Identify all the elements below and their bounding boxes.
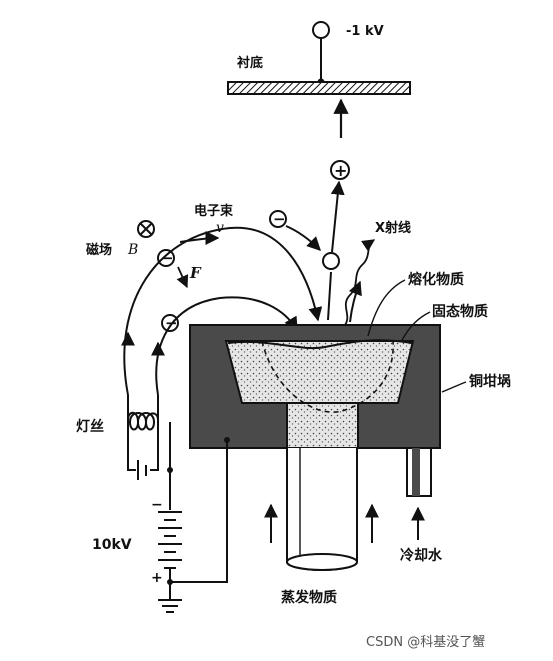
svg-text:−: −: [273, 210, 286, 228]
cooling-water-label: 冷却水: [400, 547, 443, 564]
voltage-supply-label: 10kV: [92, 537, 132, 553]
top-terminal-icon: [312, 21, 330, 39]
crucible-labels: 熔化物质 固态物质 铜坩埚 冷却水 蒸发物质: [281, 271, 511, 606]
electron-icon: [161, 314, 179, 332]
molten-label: 熔化物质: [408, 271, 464, 288]
evaporant-rod: [264, 448, 379, 571]
voltage-top-label: -1 kV: [346, 24, 384, 39]
battery-plus-sign: +: [151, 570, 163, 586]
ion-path: +: [322, 98, 350, 321]
copper-crucible: [189, 324, 441, 449]
positive-ion-icon: [330, 160, 350, 180]
velocity-label: v: [216, 220, 224, 236]
electron-beam-label: 电子束: [194, 203, 234, 219]
magnetic-symbol: B: [127, 242, 138, 258]
cooling-pipe: [406, 447, 432, 540]
positive-ion-sign: +: [334, 161, 347, 180]
neutral-atom-icon: [322, 252, 340, 270]
crucible-label: 铜坩埚: [469, 373, 511, 390]
substrate-plate: [227, 81, 411, 95]
magnetic-field-label: 磁场: [86, 242, 112, 258]
filament-circuit: [127, 395, 171, 500]
battery-minus-sign: −: [151, 497, 163, 513]
electron-icon: [269, 210, 287, 228]
electron-icon: [157, 249, 175, 267]
solid-label: 固态物质: [432, 303, 488, 320]
hv-supply: [158, 440, 228, 613]
beam-trajectories: [121, 225, 362, 396]
substrate-label: 衬底: [237, 55, 263, 71]
filament-label: 灯丝: [76, 418, 104, 435]
substrate-assembly: -1 kV 衬底: [227, 21, 411, 95]
xray-indicator: X射线: [344, 220, 411, 326]
force-label: F: [189, 264, 202, 282]
xray-label: X射线: [375, 220, 411, 236]
watermark: CSDN @科基没了蟹: [366, 635, 485, 650]
magnetic-field-indicator: 磁场 B: [86, 220, 155, 258]
svg-text:−: −: [161, 249, 174, 267]
evaporant-label: 蒸发物质: [281, 589, 337, 606]
